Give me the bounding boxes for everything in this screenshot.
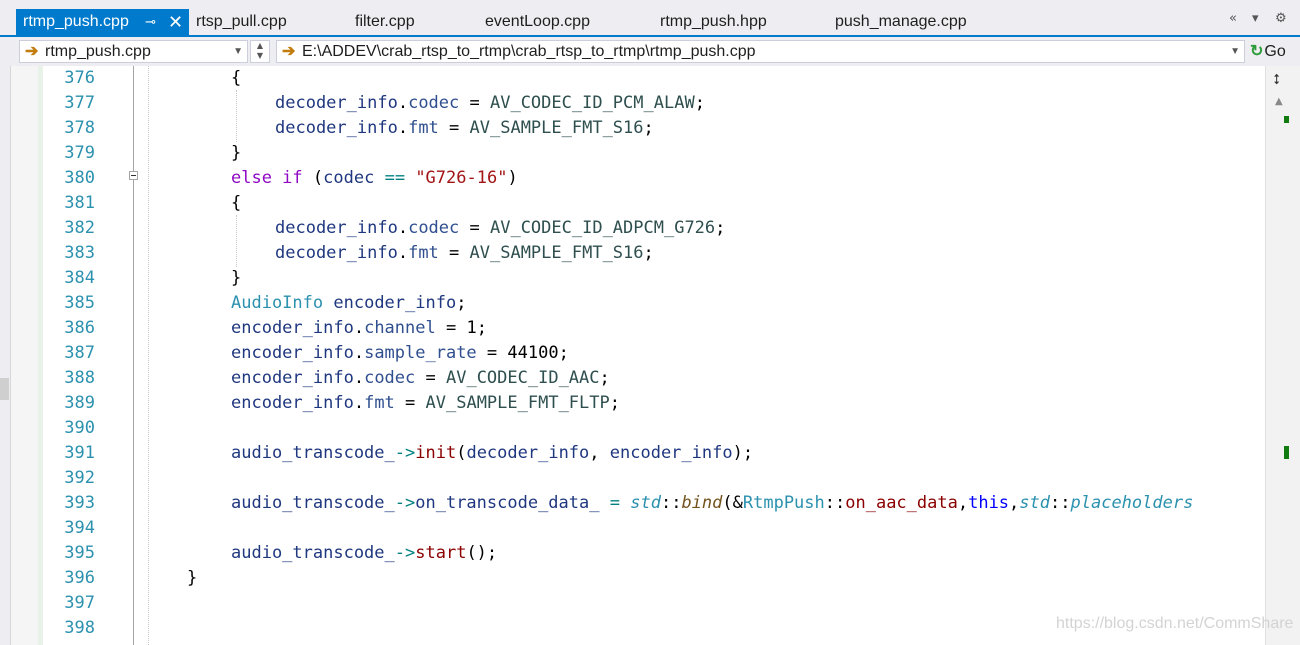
- line-number: 393: [64, 493, 95, 513]
- tab-label: rtmp_push.cpp: [23, 13, 129, 30]
- tab-label: push_manage.cpp: [835, 13, 967, 30]
- line-number: 395: [64, 543, 95, 563]
- code-line: }: [187, 568, 198, 588]
- code-line: audio_transcode_->on_transcode_data_ = s…: [231, 493, 1194, 513]
- code-line: encoder_info.codec = AV_CODEC_ID_AAC;: [231, 368, 610, 388]
- margin-marker: [0, 378, 9, 400]
- code-line: encoder_info.channel = 1;: [231, 318, 487, 338]
- indent-guide: [148, 66, 149, 645]
- navigation-bar: ➔ rtmp_push.cpp ▼ ▲▼ ➔ E:\ADDEV\crab_rts…: [0, 37, 1300, 66]
- document-tab-strip: rtmp_push.cpp ⊸ ✕ rtsp_pull.cpp filter.c…: [0, 0, 1300, 37]
- tab-label: rtmp_push.hpp: [660, 13, 767, 30]
- pin-icon[interactable]: ⊸: [145, 14, 156, 29]
- line-number: 384: [64, 268, 95, 288]
- line-number: 396: [64, 568, 95, 588]
- code-line: decoder_info.codec = AV_CODEC_ID_ADPCM_G…: [275, 218, 726, 238]
- change-tracking-bar: [38, 66, 43, 645]
- line-number: 390: [64, 418, 95, 438]
- line-number: 392: [64, 468, 95, 488]
- line-number: 387: [64, 343, 95, 363]
- tab-dropdown-icon[interactable]: ▾: [1252, 11, 1259, 26]
- tab-rtmp-push-hpp[interactable]: rtmp_push.hpp: [660, 9, 767, 35]
- code-line: audio_transcode_->start();: [231, 543, 498, 563]
- scope-arrow-icon: ➔: [25, 43, 39, 60]
- scope-stepper[interactable]: ▲▼: [250, 40, 270, 63]
- line-number: 397: [64, 593, 95, 613]
- line-number: 386: [64, 318, 95, 338]
- member-path-value: E:\ADDEV\crab_rtsp_to_rtmp\crab_rtsp_to_…: [302, 43, 756, 60]
- glyph-margin: [11, 66, 38, 645]
- tab-eventloop-cpp[interactable]: eventLoop.cpp: [485, 9, 590, 35]
- file-scope-combo[interactable]: ➔ rtmp_push.cpp ▼: [19, 40, 248, 63]
- code-line: encoder_info.fmt = AV_SAMPLE_FMT_FLTP;: [231, 393, 620, 413]
- code-line: {: [231, 68, 242, 88]
- tab-label: filter.cpp: [355, 13, 415, 30]
- line-number: 378: [64, 118, 95, 138]
- line-number: 376: [64, 68, 95, 88]
- code-line: {: [231, 193, 242, 213]
- member-path-combo[interactable]: ➔ E:\ADDEV\crab_rtsp_to_rtmp\crab_rtsp_t…: [276, 40, 1245, 63]
- code-line: decoder_info.fmt = AV_SAMPLE_FMT_S16;: [275, 243, 654, 263]
- change-marker: [1284, 446, 1289, 459]
- line-number: 391: [64, 443, 95, 463]
- scroll-up-icon[interactable]: ▲: [1275, 96, 1283, 107]
- line-number: 388: [64, 368, 95, 388]
- vertical-scrollbar[interactable]: ⭥ ▲: [1265, 66, 1300, 645]
- tab-label: rtsp_pull.cpp: [196, 13, 287, 30]
- line-number: 383: [64, 243, 95, 263]
- line-number: 389: [64, 393, 95, 413]
- outline-fold-line: [133, 66, 135, 645]
- code-line: decoder_info.codec = AV_CODEC_ID_PCM_ALA…: [275, 93, 705, 113]
- line-number: 377: [64, 93, 95, 113]
- line-number: 382: [64, 218, 95, 238]
- indent-guide: [236, 215, 237, 267]
- line-number: 380: [64, 168, 95, 188]
- code-line: else if (codec == "G726-16"): [231, 168, 518, 188]
- code-line: decoder_info.fmt = AV_SAMPLE_FMT_S16;: [275, 118, 654, 138]
- code-editor[interactable]: 376 377 378 379 380 381 382 383 384 385 …: [0, 66, 1265, 645]
- line-number: 379: [64, 143, 95, 163]
- code-line: }: [231, 143, 242, 163]
- chevron-down-icon[interactable]: ▼: [1230, 46, 1240, 57]
- member-arrow-icon: ➔: [282, 43, 296, 60]
- tab-rtmp-push-cpp[interactable]: rtmp_push.cpp ⊸ ✕: [16, 9, 189, 35]
- line-number: 385: [64, 293, 95, 313]
- scroll-tabs-left-icon[interactable]: «: [1229, 11, 1237, 26]
- indent-guide: [236, 90, 237, 142]
- close-icon[interactable]: ✕: [168, 12, 184, 32]
- left-margin: [0, 66, 11, 645]
- tab-filter-cpp[interactable]: filter.cpp: [355, 9, 415, 35]
- tab-label: eventLoop.cpp: [485, 13, 590, 30]
- collapse-toggle-icon[interactable]: [129, 171, 138, 180]
- tab-rtsp-pull-cpp[interactable]: rtsp_pull.cpp: [196, 9, 287, 35]
- chevron-down-icon[interactable]: ▼: [233, 46, 243, 57]
- change-marker: [1284, 116, 1289, 123]
- code-line: AudioInfo encoder_info;: [231, 293, 467, 313]
- split-window-icon[interactable]: ⭥: [1273, 72, 1281, 88]
- watermark: https://blog.csdn.net/CommShare: [1056, 615, 1294, 632]
- line-number: 381: [64, 193, 95, 213]
- code-line: audio_transcode_->init(decoder_info, enc…: [231, 443, 754, 463]
- line-number: 398: [64, 618, 95, 638]
- file-scope-value: rtmp_push.cpp: [45, 43, 151, 60]
- line-number: 394: [64, 518, 95, 538]
- code-line: }: [231, 268, 242, 288]
- go-button[interactable]: ↻Go: [1250, 40, 1286, 63]
- go-label: Go: [1264, 43, 1286, 60]
- gear-icon[interactable]: ⚙: [1275, 11, 1287, 26]
- code-line: encoder_info.sample_rate = 44100;: [231, 343, 569, 363]
- go-refresh-icon: ↻: [1250, 43, 1264, 60]
- tab-push-manage-cpp[interactable]: push_manage.cpp: [835, 9, 967, 35]
